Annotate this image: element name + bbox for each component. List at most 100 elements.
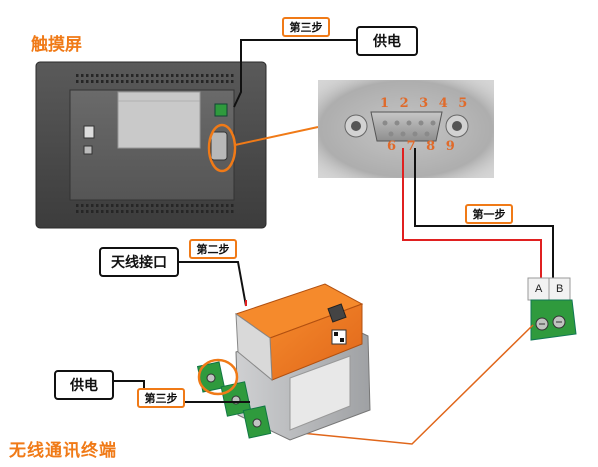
vent-hole bbox=[101, 210, 104, 213]
vent-hole bbox=[211, 210, 214, 213]
vent-hole bbox=[81, 74, 84, 77]
vent-hole bbox=[211, 80, 214, 83]
vent-hole bbox=[106, 80, 109, 83]
vent-hole bbox=[76, 80, 79, 83]
vent-hole bbox=[191, 74, 194, 77]
ab-terminal-block bbox=[527, 277, 577, 341]
wire-red bbox=[402, 148, 542, 278]
vent-hole bbox=[126, 210, 129, 213]
vent-hole bbox=[176, 210, 179, 213]
vent-hole bbox=[131, 74, 134, 77]
vent-hole bbox=[136, 80, 139, 83]
vent-hole bbox=[136, 210, 139, 213]
vent-hole bbox=[101, 80, 104, 83]
vent-hole bbox=[116, 74, 119, 77]
vent-hole bbox=[166, 204, 169, 207]
vent-hole bbox=[161, 80, 164, 83]
vent-hole bbox=[206, 74, 209, 77]
vent-hole bbox=[151, 210, 154, 213]
vent-hole bbox=[126, 80, 129, 83]
vent-hole bbox=[96, 74, 99, 77]
vent-hole bbox=[96, 210, 99, 213]
db9-pin-numbers-top: 1 2 3 4 5 bbox=[380, 96, 471, 111]
vent-hole bbox=[81, 80, 84, 83]
vent-hole bbox=[121, 80, 124, 83]
vent-hole bbox=[106, 74, 109, 77]
vent-hole bbox=[231, 204, 234, 207]
vent-hole bbox=[86, 80, 89, 83]
vent-hole bbox=[86, 204, 89, 207]
vent-hole bbox=[201, 210, 204, 213]
vent-hole bbox=[156, 210, 159, 213]
vent-hole bbox=[186, 74, 189, 77]
vent-hole bbox=[226, 80, 229, 83]
vent-hole bbox=[206, 210, 209, 213]
vent-hole bbox=[186, 210, 189, 213]
wire-black bbox=[414, 148, 554, 278]
step1-badge: 第一步 bbox=[465, 204, 513, 224]
vent-hole bbox=[86, 210, 89, 213]
vent-hole bbox=[161, 74, 164, 77]
vent-hole bbox=[211, 74, 214, 77]
vent-hole bbox=[106, 204, 109, 207]
vent-hole bbox=[216, 74, 219, 77]
vent-hole bbox=[141, 204, 144, 207]
vent-hole bbox=[141, 210, 144, 213]
vent-hole bbox=[76, 74, 79, 77]
vent-hole bbox=[116, 210, 119, 213]
vent-hole bbox=[121, 74, 124, 77]
vent-hole bbox=[161, 210, 164, 213]
ab-leader-line bbox=[290, 324, 534, 445]
vent-hole bbox=[201, 80, 204, 83]
vent-hole bbox=[126, 74, 129, 77]
wireless-terminal-title: 无线通讯终端 bbox=[9, 441, 117, 461]
vent-hole bbox=[181, 80, 184, 83]
vent-hole bbox=[176, 204, 179, 207]
vent-hole bbox=[146, 204, 149, 207]
vent-hole bbox=[126, 204, 129, 207]
vent-hole bbox=[191, 80, 194, 83]
vent-hole bbox=[201, 204, 204, 207]
vent-pattern bbox=[76, 74, 234, 213]
power-callout-top: 供电 bbox=[356, 26, 418, 56]
terminal-label-a: A bbox=[535, 283, 543, 295]
vent-hole bbox=[221, 210, 224, 213]
vent-hole bbox=[111, 80, 114, 83]
vent-hole bbox=[131, 210, 134, 213]
vent-hole bbox=[101, 74, 104, 77]
vent-hole bbox=[136, 204, 139, 207]
vent-hole bbox=[231, 210, 234, 213]
vent-hole bbox=[171, 204, 174, 207]
vent-hole bbox=[206, 204, 209, 207]
vent-hole bbox=[231, 80, 234, 83]
vent-hole bbox=[226, 204, 229, 207]
vent-hole bbox=[101, 204, 104, 207]
vent-hole bbox=[216, 80, 219, 83]
vent-hole bbox=[226, 74, 229, 77]
power-callout-bottom: 供电 bbox=[54, 370, 114, 400]
vent-hole bbox=[91, 204, 94, 207]
db9-highlight-ring bbox=[207, 123, 237, 173]
touchscreen-title: 触摸屏 bbox=[31, 35, 82, 55]
vent-hole bbox=[146, 80, 149, 83]
vent-hole bbox=[196, 210, 199, 213]
vent-hole bbox=[186, 80, 189, 83]
vent-hole bbox=[81, 204, 84, 207]
vent-hole bbox=[216, 204, 219, 207]
vent-hole bbox=[136, 74, 139, 77]
vent-hole bbox=[76, 210, 79, 213]
vent-hole bbox=[116, 80, 119, 83]
db9-pin-numbers-bottom: 6 7 8 9 bbox=[387, 139, 458, 154]
vent-hole bbox=[161, 204, 164, 207]
vent-hole bbox=[216, 210, 219, 213]
vent-hole bbox=[206, 80, 209, 83]
vent-hole bbox=[86, 74, 89, 77]
vent-hole bbox=[81, 210, 84, 213]
step3-badge-top: 第三步 bbox=[282, 17, 330, 37]
touchscreen-device bbox=[35, 61, 267, 229]
vent-hole bbox=[146, 74, 149, 77]
vent-hole bbox=[171, 210, 174, 213]
antenna-port-callout: 天线接口 bbox=[99, 247, 179, 277]
vent-hole bbox=[201, 74, 204, 77]
